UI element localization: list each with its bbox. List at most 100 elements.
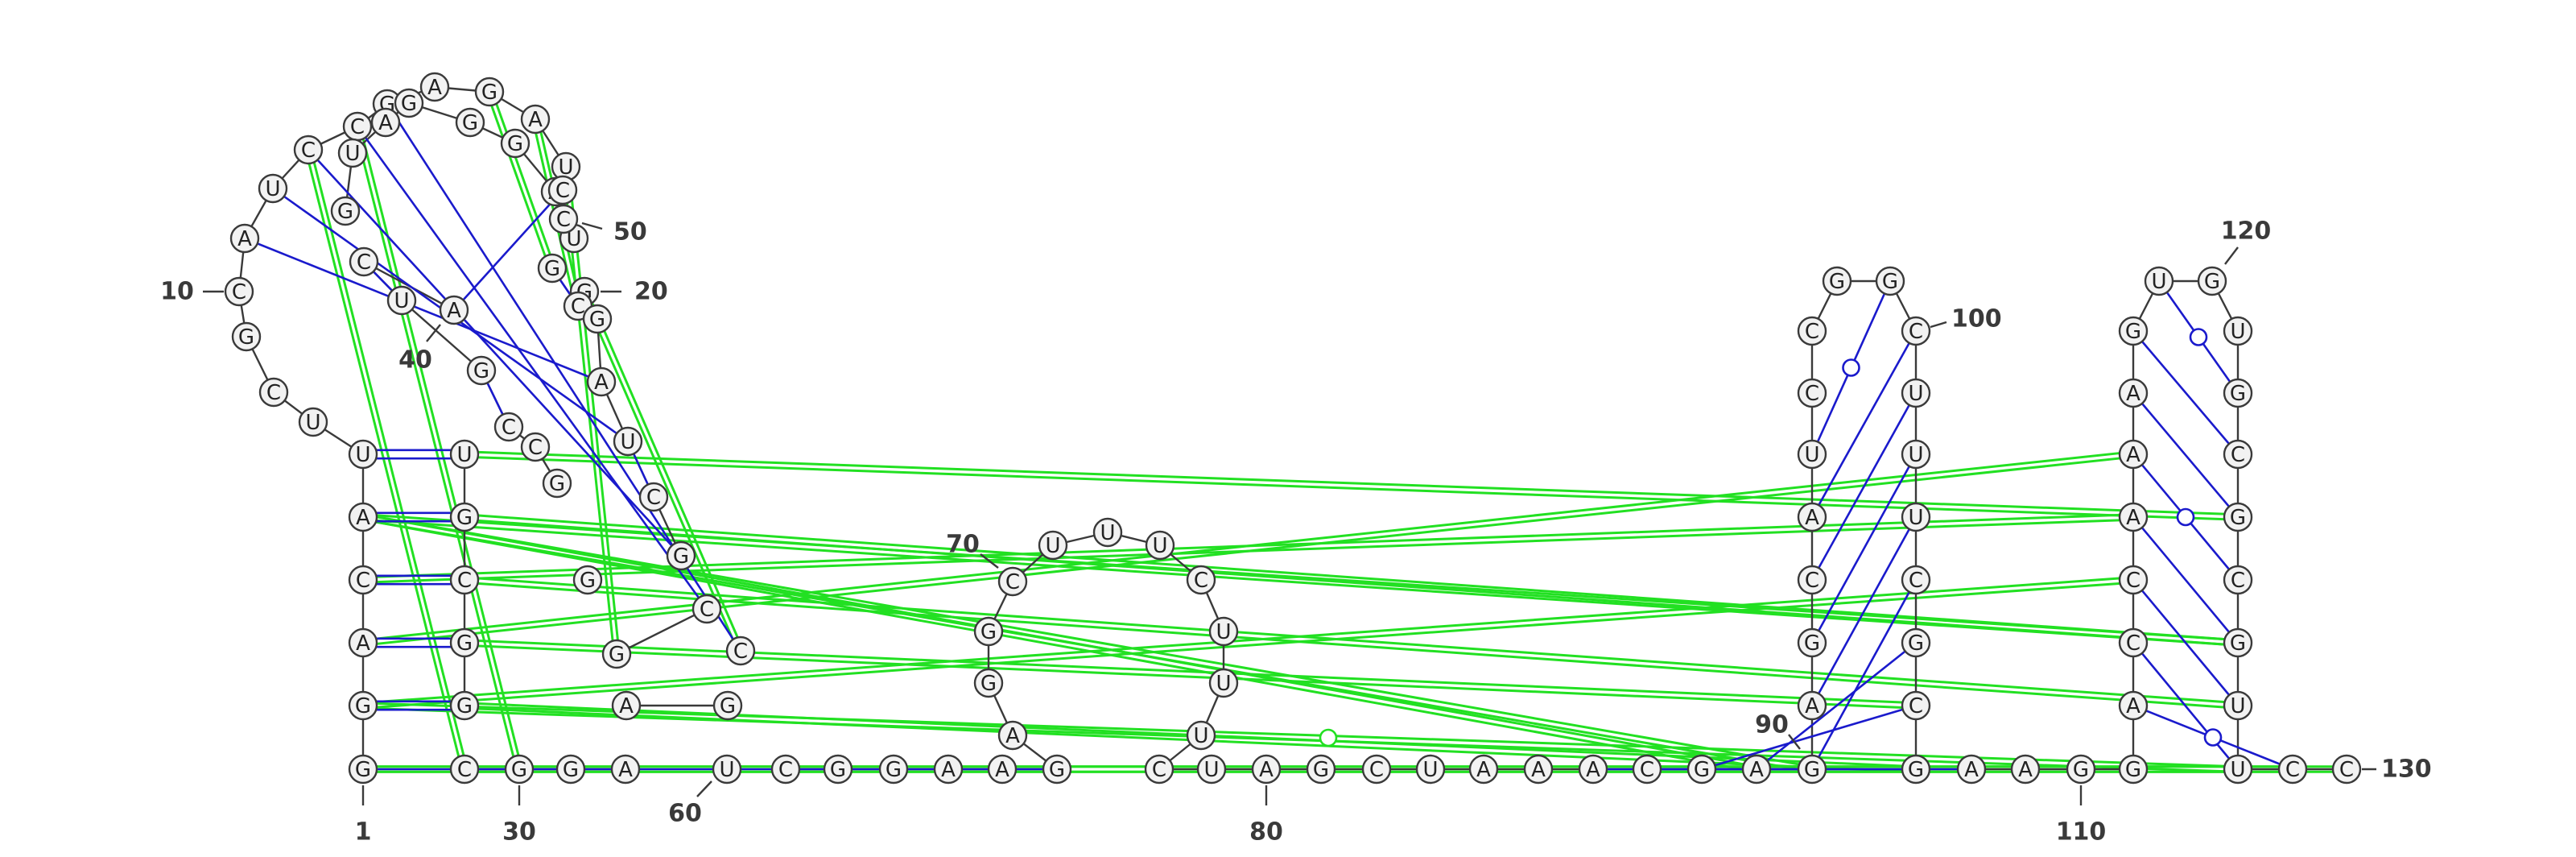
nucleotide-letter: A [1749, 758, 1764, 782]
nucleotide: A [1741, 754, 1772, 785]
base-pair-line [2132, 392, 2239, 518]
nucleotide: A [933, 754, 964, 785]
nucleotide-letter: G [2230, 631, 2246, 656]
nucleotide-letter: G [355, 694, 371, 718]
nucleotide-letter: A [1531, 758, 1546, 782]
nucleotide-letter: U [620, 430, 635, 454]
nucleotide-letter: G [238, 325, 254, 350]
nucleotide-letter: C [2126, 569, 2140, 593]
nucleotide-letter: A [1805, 506, 1819, 530]
nucleotide: U [1196, 754, 1227, 785]
nucleotide: C [449, 754, 480, 785]
nucleotide-letter: C [2126, 631, 2140, 656]
nucleotide: A [1468, 754, 1499, 785]
nucleotide-letter: C [350, 115, 365, 139]
position-label: 110 [2056, 818, 2107, 847]
nucleotide-letter: A [619, 694, 634, 718]
nucleotide: C [2331, 754, 2362, 785]
position-tick [426, 324, 441, 342]
nucleotide-letter: A [1586, 758, 1600, 782]
position-label: 130 [2381, 756, 2432, 784]
nucleotide-letter: A [1805, 694, 1819, 718]
nucleotide-letter: U [719, 758, 734, 782]
nucleotide-letter: G [1804, 631, 1820, 656]
nucleotide: A [2118, 439, 2149, 470]
nucleotide-letter: G [673, 544, 689, 569]
nucleotide-letter: G [2230, 382, 2246, 406]
nucleotide: A [1251, 754, 1282, 785]
nucleotide: A [610, 754, 641, 785]
nucleotide: C [1901, 565, 1931, 595]
nucleotide: U [449, 439, 480, 470]
nucleotide-letter: C [232, 280, 246, 304]
nucleotide-letter: C [778, 758, 793, 782]
nucleotide-letter: C [1805, 569, 1819, 593]
position-label: 30 [502, 818, 536, 847]
nucleotide-letter: U [2230, 758, 2245, 782]
nucleotide: G [474, 77, 505, 107]
nucleotide-letter: C [1152, 758, 1166, 782]
nucleotide: G [449, 627, 480, 658]
nucleotide-letter: C [1369, 758, 1384, 782]
nucleotide-letter: A [2126, 694, 2140, 718]
position-label: 20 [634, 278, 668, 306]
nucleotide-letter: A [941, 758, 956, 782]
nucleotide-letter: U [1908, 506, 1923, 530]
position-label: 50 [613, 218, 647, 246]
nucleotide: U [1092, 517, 1123, 548]
nucleotide: A [348, 627, 378, 658]
nucleotide-letter: G [1804, 758, 1820, 782]
position-label: 10 [160, 278, 194, 306]
nucleotide-letter: C [646, 486, 661, 510]
nucleotide: U [1145, 530, 1175, 561]
nucleotide: A [229, 223, 260, 254]
nucleotide-letter: A [378, 111, 393, 135]
position-label: 100 [1951, 305, 2002, 333]
nucleotide: C [638, 482, 669, 512]
nucleotide: A [348, 502, 378, 532]
nucleotide-letter: C [733, 640, 748, 664]
tertiary-interaction-line [353, 126, 518, 771]
nucleotide: G [582, 304, 613, 334]
nucleotide: C [2277, 754, 2308, 785]
base-pair-line [2132, 330, 2239, 455]
nucleotide-letter: A [594, 371, 609, 395]
base-pair-line [244, 237, 602, 383]
nucleotide: U [1901, 439, 1931, 470]
nucleotide-letter: G [544, 257, 560, 281]
nucleotide: C [547, 175, 578, 205]
nucleotide: G [504, 754, 535, 785]
nucleotide: U [337, 138, 368, 168]
nucleotide-letter: U [1193, 724, 1208, 748]
base-pair-line [356, 126, 708, 610]
nucleotide: C [1144, 754, 1174, 785]
nucleotide-letter: C [301, 139, 316, 163]
base-pair-line [2132, 516, 2239, 644]
nucleotide-letter: G [355, 758, 371, 782]
nucleotide-letter: G [481, 81, 497, 105]
nucleotide: C [1901, 690, 1931, 721]
nucleotide: G [542, 468, 572, 499]
nucleotide-letter: G [1694, 758, 1710, 782]
nucleotide: U [1797, 439, 1827, 470]
nucleotide-letter: C [266, 381, 281, 405]
base-pair-line [1810, 516, 1918, 706]
position-label: 80 [1249, 818, 1283, 847]
nucleotide: G [973, 668, 1004, 698]
nucleotide: G [455, 107, 485, 138]
nucleotide-letter: U [394, 289, 409, 313]
nucleotide: G [1822, 266, 1852, 296]
nucleotide-letter: C [2231, 569, 2245, 593]
nucleotide: G [2118, 316, 2149, 346]
nucleotide-letter: G [720, 694, 736, 718]
nucleotide: C [520, 432, 551, 462]
nucleotide: C [2118, 627, 2149, 658]
nucleotide-letter: C [357, 250, 371, 275]
nucleotide-letter: G [2204, 270, 2220, 294]
nucleotide: G [1875, 266, 1905, 296]
nucleotide-letter: U [1908, 443, 1923, 467]
nucleotide-letter: C [1805, 382, 1819, 406]
nucleotide-letter: U [1216, 620, 1231, 644]
position-tick [2224, 246, 2239, 265]
